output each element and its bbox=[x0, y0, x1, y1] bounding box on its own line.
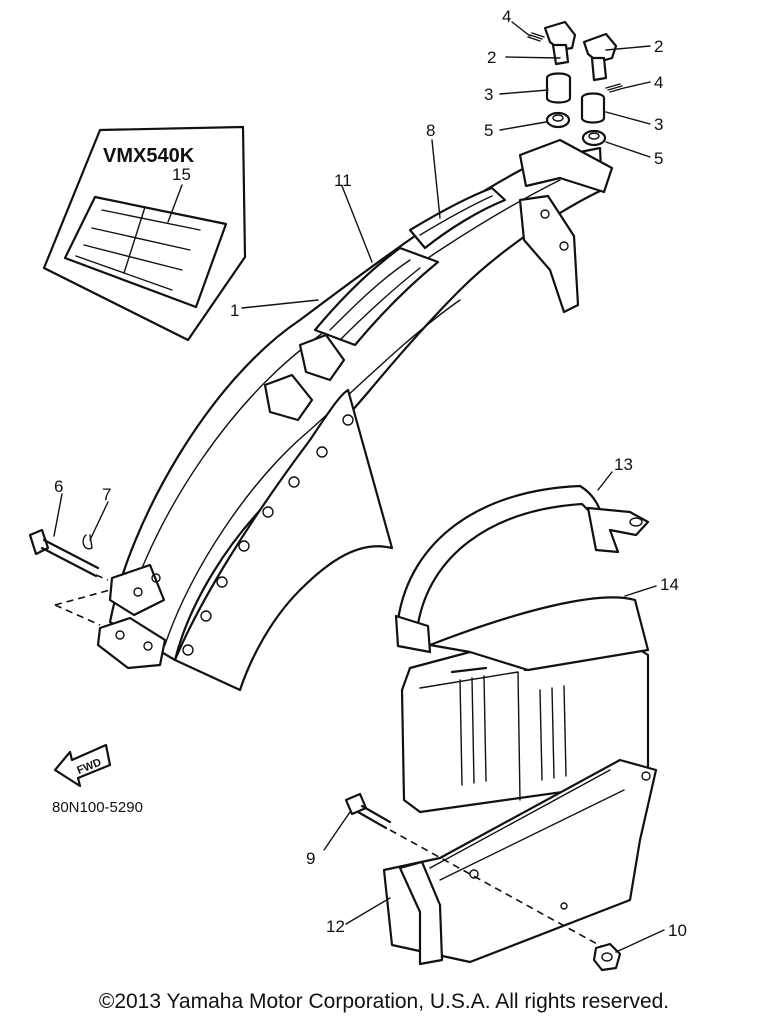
callout-5-right: 5 bbox=[654, 149, 663, 168]
model-label: VMX540K bbox=[103, 145, 195, 167]
fwd-arrow-icon: FWD bbox=[53, 743, 112, 788]
collar-3-right bbox=[580, 92, 606, 124]
washer-5-right bbox=[581, 129, 607, 147]
nut-10 bbox=[592, 942, 622, 972]
flap-11 bbox=[313, 246, 440, 347]
callout-8: 8 bbox=[426, 121, 435, 140]
part-code: 80N100-5290 bbox=[52, 799, 143, 816]
leader-lines bbox=[53, 21, 665, 953]
battery bbox=[400, 596, 650, 814]
callout-12: 12 bbox=[326, 917, 345, 936]
callout-11: 11 bbox=[334, 171, 352, 190]
diagram-canvas: VMX540K bbox=[28, 7, 687, 972]
callout-7: 7 bbox=[102, 485, 111, 504]
fender-bolt-holes bbox=[182, 414, 354, 656]
callout-3-left: 3 bbox=[484, 85, 493, 104]
rear-fender bbox=[96, 138, 614, 692]
pin-7 bbox=[82, 534, 93, 550]
battery-vents-right bbox=[539, 685, 567, 781]
callout-2-right: 2 bbox=[654, 37, 663, 56]
case-bolt-path bbox=[389, 829, 609, 951]
callout-10: 10 bbox=[668, 921, 687, 940]
bolt-9 bbox=[344, 792, 392, 830]
battery-case bbox=[382, 758, 658, 966]
callout-2-left: 2 bbox=[487, 48, 496, 67]
battery-band bbox=[394, 484, 650, 654]
fender-flaps bbox=[313, 186, 507, 347]
copyright-notice: ©2013 Yamaha Motor Corporation, U.S.A. A… bbox=[98, 990, 670, 1013]
screw-4-left bbox=[527, 32, 545, 42]
decal-sheet bbox=[63, 195, 228, 309]
label-kit-group: VMX540K bbox=[42, 125, 247, 342]
collar-3-left bbox=[545, 72, 572, 104]
damper-2-left bbox=[543, 20, 577, 52]
screw-4-right bbox=[605, 83, 625, 93]
bolt-path-lines bbox=[54, 574, 111, 626]
damper-2-right bbox=[582, 32, 618, 64]
callout-4-left: 4 bbox=[502, 7, 511, 26]
callout-4-right: 4 bbox=[654, 73, 663, 92]
bolt-pin-group bbox=[28, 528, 111, 626]
callout-5-left: 5 bbox=[484, 121, 493, 140]
callout-13: 13 bbox=[614, 455, 633, 474]
callout-1: 1 bbox=[230, 301, 239, 320]
callout-3-right: 3 bbox=[654, 115, 663, 134]
callout-9: 9 bbox=[306, 849, 315, 868]
battery-vents-left bbox=[459, 675, 487, 786]
callout-numbers: 1 2 2 3 3 4 4 5 5 6 7 8 9 10 11 12 13 14… bbox=[54, 7, 687, 940]
callout-6: 6 bbox=[54, 477, 63, 496]
dampers-group bbox=[527, 20, 625, 147]
leader-15 bbox=[167, 184, 183, 223]
callout-14: 14 bbox=[660, 575, 679, 594]
callout-15: 15 bbox=[172, 165, 191, 184]
label-kit-frame bbox=[42, 125, 247, 342]
washer-5-left bbox=[545, 111, 571, 129]
